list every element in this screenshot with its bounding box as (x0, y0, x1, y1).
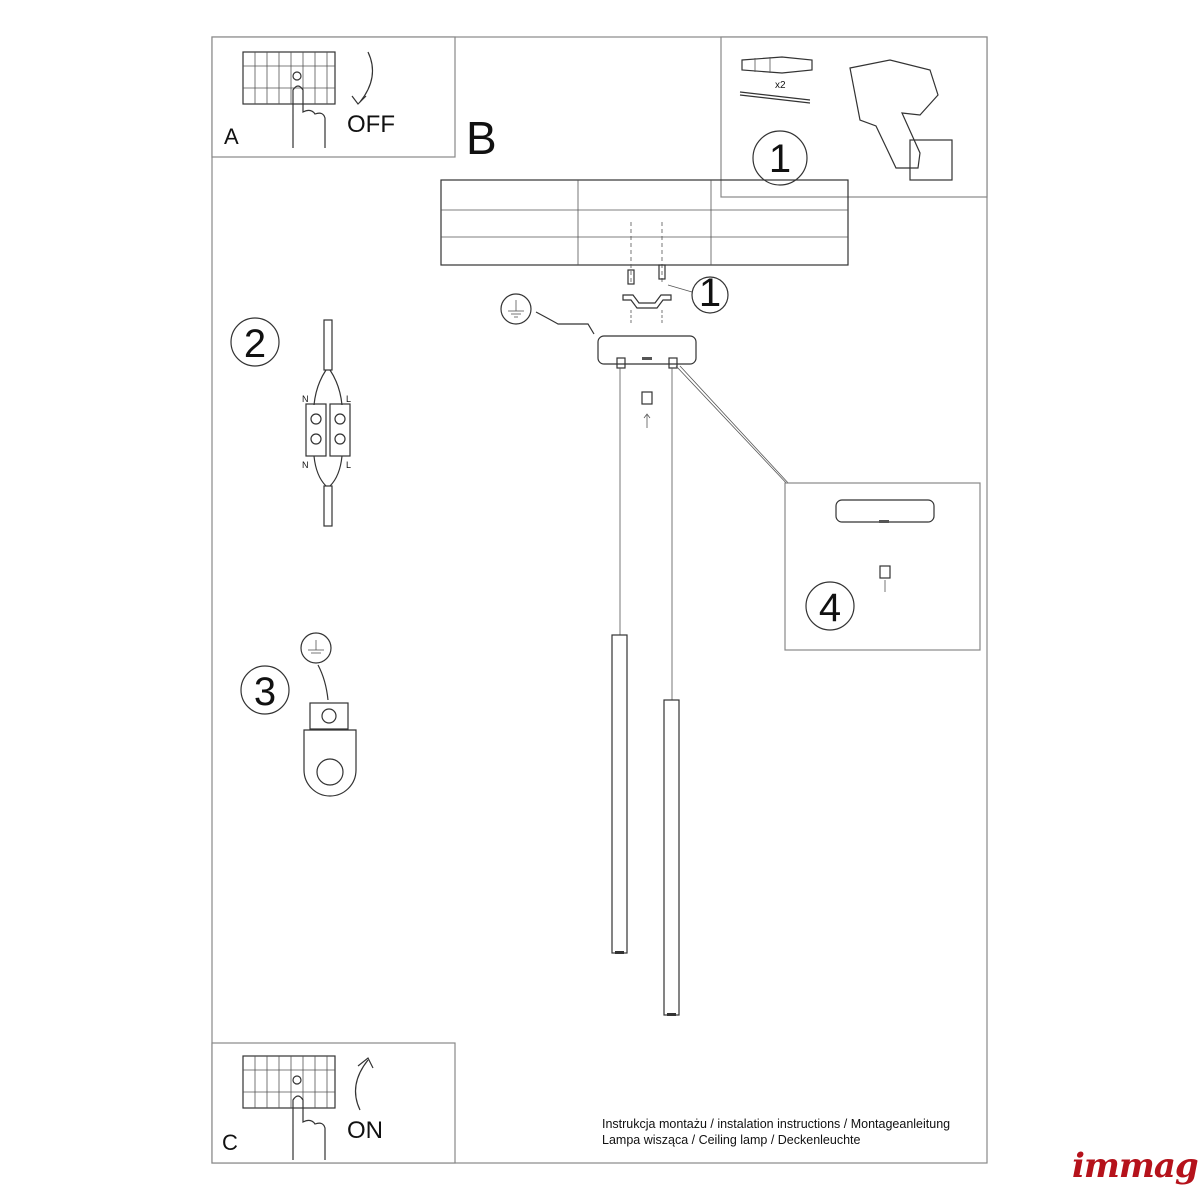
panel-a: A OFF (211, 36, 456, 158)
neutral-label-top: N (302, 394, 309, 404)
step-1-callout: 1 (699, 271, 721, 315)
panel-b-label: B (466, 112, 497, 164)
ground-symbol-icon (500, 293, 595, 335)
circuit-breaker-icon (242, 1055, 336, 1109)
live-label-bottom: L (346, 460, 351, 470)
on-label: ON (347, 1117, 383, 1144)
hand-icon (292, 85, 326, 148)
live-label-top: L (346, 394, 351, 404)
down-arrow-icon (359, 51, 374, 103)
step-1-number: 1 (769, 137, 791, 181)
pendant-lamps (611, 368, 680, 1016)
step-2-wiring: 2 N L N L (230, 317, 351, 527)
screw-icon (739, 91, 811, 104)
ceiling-drawing (440, 179, 849, 266)
panel-c: C ON (211, 1042, 456, 1164)
step-4-number: 4 (819, 586, 841, 630)
up-arrow-icon (354, 1059, 369, 1111)
drill-icon (849, 59, 953, 181)
panel-step-1-tools: x2 1 (720, 36, 988, 198)
panel-step-4: 4 (784, 482, 981, 651)
panel-c-label: C (222, 1130, 238, 1155)
step-3-ground: 3 (240, 632, 357, 797)
off-label: OFF (347, 111, 395, 138)
step-3-number: 3 (254, 670, 276, 714)
wall-plug-icon (741, 56, 813, 74)
caption-line-2: Lampa wisząca / Ceiling lamp / Deckenleu… (602, 1133, 861, 1147)
hand-icon (292, 1095, 326, 1160)
caption-line-1: Instrukcja montażu / instalation instruc… (602, 1117, 951, 1131)
mounting-bracket (622, 222, 693, 325)
step-2-number: 2 (244, 322, 266, 366)
quantity-label: x2 (775, 80, 786, 91)
caption: Instrukcja montażu / instalation instruc… (602, 1116, 950, 1148)
neutral-label-bottom: N (302, 460, 309, 470)
panel-a-label: A (224, 124, 239, 149)
canopy (597, 335, 791, 488)
brand-logo: immag (1072, 1146, 1199, 1186)
